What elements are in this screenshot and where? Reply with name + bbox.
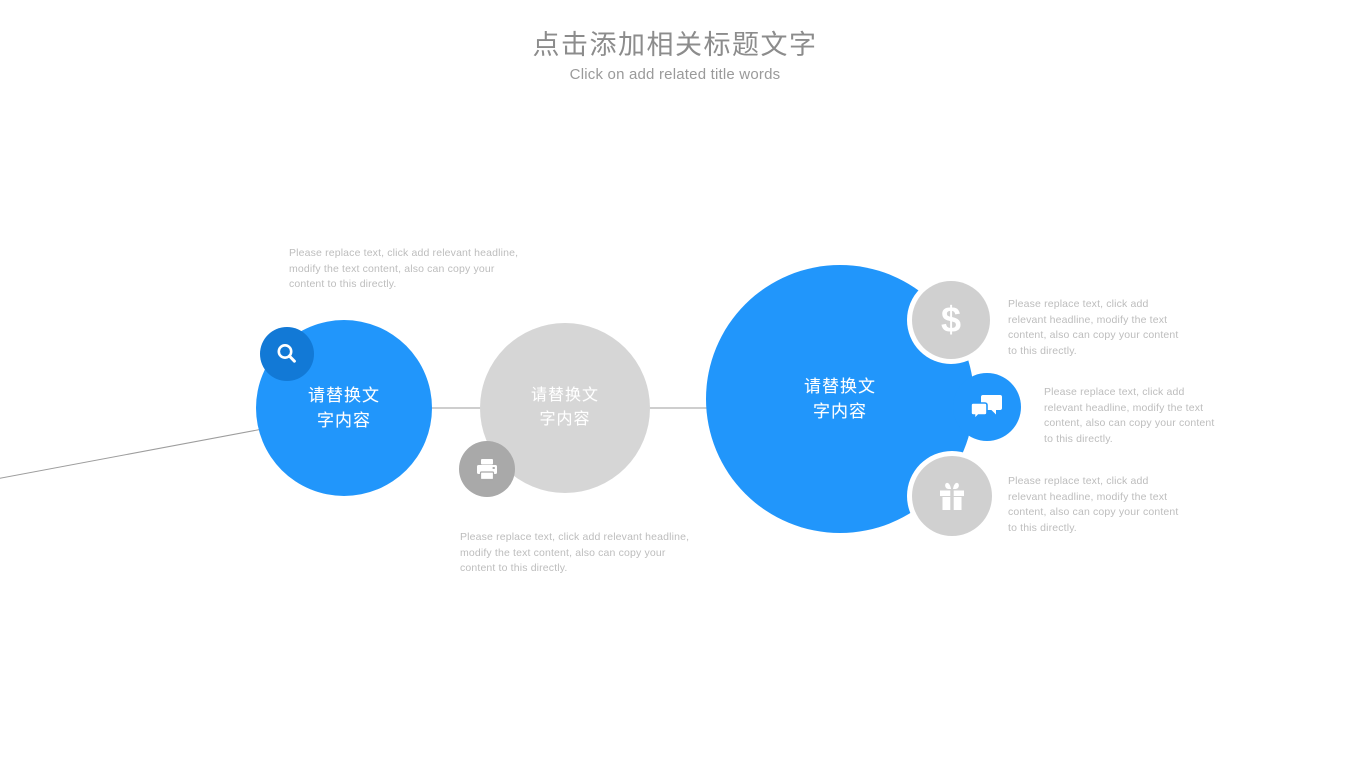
page-header: 点击添加相关标题文字 Click on add related title wo… — [0, 28, 1350, 86]
search-icon — [274, 341, 300, 367]
description-right-1: Please replace text, click add relevant … — [1008, 298, 1179, 357]
gift-icon-badge[interactable] — [912, 456, 992, 536]
description-right-2: Please replace text, click add relevant … — [1044, 386, 1215, 445]
page-subtitle: Click on add related title words — [569, 66, 781, 83]
chat-icon-badge[interactable] — [953, 373, 1021, 441]
description-right-3: Please replace text, click add relevant … — [1008, 475, 1179, 534]
description-bottom-middle: Please replace text, click add relevant … — [460, 531, 690, 575]
circle-1-label-line1: 请替换文 — [308, 386, 380, 405]
dollar-icon-badge[interactable]: $ — [912, 281, 990, 359]
chat-bubbles-icon — [970, 391, 1004, 423]
circle-2-label-line2: 字内容 — [539, 411, 591, 428]
dollar-icon: $ — [931, 298, 971, 342]
diagonal-connector-line — [0, 427, 269, 479]
circle-3-label: 请替换文 字内容 — [804, 374, 876, 424]
gift-icon — [934, 477, 970, 515]
circle-1-label-line2: 字内容 — [317, 411, 371, 430]
printer-icon-badge[interactable] — [459, 441, 515, 497]
page-title: 点击添加相关标题文字 — [532, 30, 818, 60]
circle-2-label: 请替换文 字内容 — [531, 384, 599, 432]
description-top-left: Please replace text, click add relevant … — [289, 247, 519, 291]
circle-2-label-line1: 请替换文 — [530, 387, 599, 404]
circle-3-label-line2: 字内容 — [813, 402, 867, 421]
circle-3-label-line1: 请替换文 — [804, 377, 876, 396]
circle-1-label: 请替换文 字内容 — [308, 383, 380, 433]
printer-icon — [473, 456, 501, 482]
svg-text:$: $ — [941, 299, 961, 340]
search-icon-badge[interactable] — [260, 327, 314, 381]
